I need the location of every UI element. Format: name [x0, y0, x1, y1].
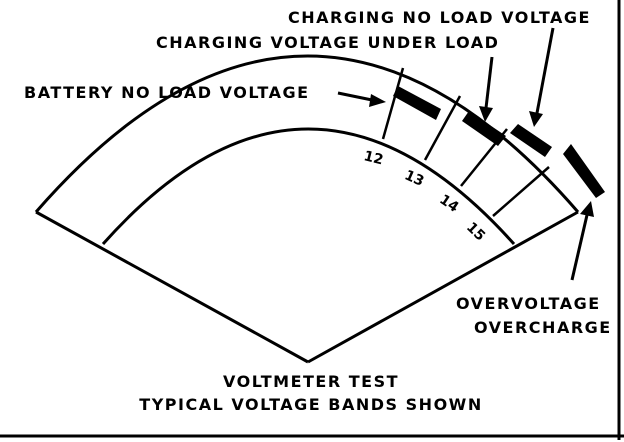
scale-tick-15: 15 [463, 219, 488, 244]
caption-line-2: TYPICAL VOLTAGE BANDS SHOWN [139, 395, 482, 414]
overvoltage-band [563, 144, 605, 198]
charging-no-load-voltage-band [510, 124, 552, 157]
scale-division-15 [492, 166, 550, 217]
scale-tick-13: 13 [402, 167, 426, 190]
label-charging-no-load-voltage: CHARGING NO LOAD VOLTAGE [288, 8, 591, 27]
meter-left-edge [35, 210, 309, 364]
scale-division-12 [381, 67, 405, 140]
leader-overvoltage [570, 201, 594, 281]
label-overvoltage: OVERVOLTAGE [456, 294, 601, 313]
meter-inner-arc [101, 127, 516, 246]
charging-voltage-under-load-band [462, 111, 506, 146]
scale-tick-12: 12 [362, 148, 385, 168]
scale-division-13 [423, 95, 462, 161]
label-battery-no-load-voltage: BATTERY NO LOAD VOLTAGE [24, 83, 310, 102]
scale-tick-14: 14 [436, 192, 461, 216]
label-charging-voltage-under-load: CHARGING VOLTAGE UNDER LOAD [156, 33, 499, 52]
leader-charging-no-load [529, 27, 555, 127]
label-overcharge: OVERCHARGE [474, 318, 612, 337]
caption-line-1: VOLTMETER TEST [223, 372, 399, 391]
leader-charging-under-load [479, 56, 494, 122]
meter-right-edge [307, 210, 579, 364]
battery-no-load-voltage-band [393, 86, 441, 120]
leader-battery-no-load [337, 91, 386, 107]
